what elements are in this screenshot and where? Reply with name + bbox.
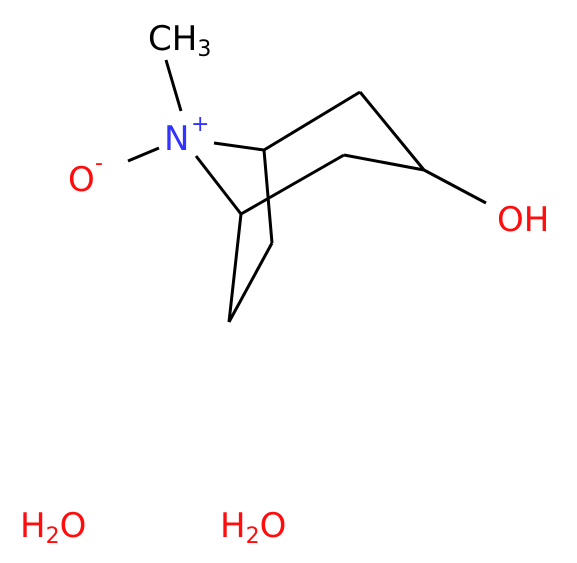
nitrogen-charge: + bbox=[191, 112, 209, 137]
water-molecule-1: H2O bbox=[20, 506, 86, 549]
methyl-subscript: 3 bbox=[197, 37, 211, 62]
bond-bridgehead-right-c2 bbox=[263, 90, 361, 152]
nitrogen-label: N bbox=[164, 119, 189, 159]
methyl-label: CH3 bbox=[148, 19, 211, 62]
bond-c7-bridgehead-left bbox=[227, 213, 243, 323]
bond-c2-c3 bbox=[358, 91, 426, 171]
bond-n-bridgehead-right bbox=[213, 141, 265, 152]
atom-labels: CH3 N + O - OH H2O H2O bbox=[20, 19, 549, 549]
bonds bbox=[127, 59, 487, 323]
oxide-charge: - bbox=[95, 151, 103, 176]
bond-c6-c7 bbox=[227, 242, 274, 323]
bond-n-methyl bbox=[164, 59, 183, 112]
bond-n-bridgehead-left bbox=[194, 155, 243, 215]
bond-c3-c4 bbox=[343, 153, 425, 172]
bond-c4-bridgehead-left bbox=[240, 153, 345, 216]
water2-h: H2O bbox=[220, 506, 286, 549]
bond-n-oxide bbox=[127, 146, 160, 163]
water-molecule-2: H2O bbox=[220, 506, 286, 549]
oxide-label: O bbox=[68, 160, 95, 200]
bond-bridgehead-right-c6 bbox=[262, 149, 274, 244]
hydroxyl-label: OH bbox=[497, 200, 549, 240]
water1-h: H2O bbox=[20, 506, 86, 549]
bond-c3-oh bbox=[423, 168, 487, 205]
